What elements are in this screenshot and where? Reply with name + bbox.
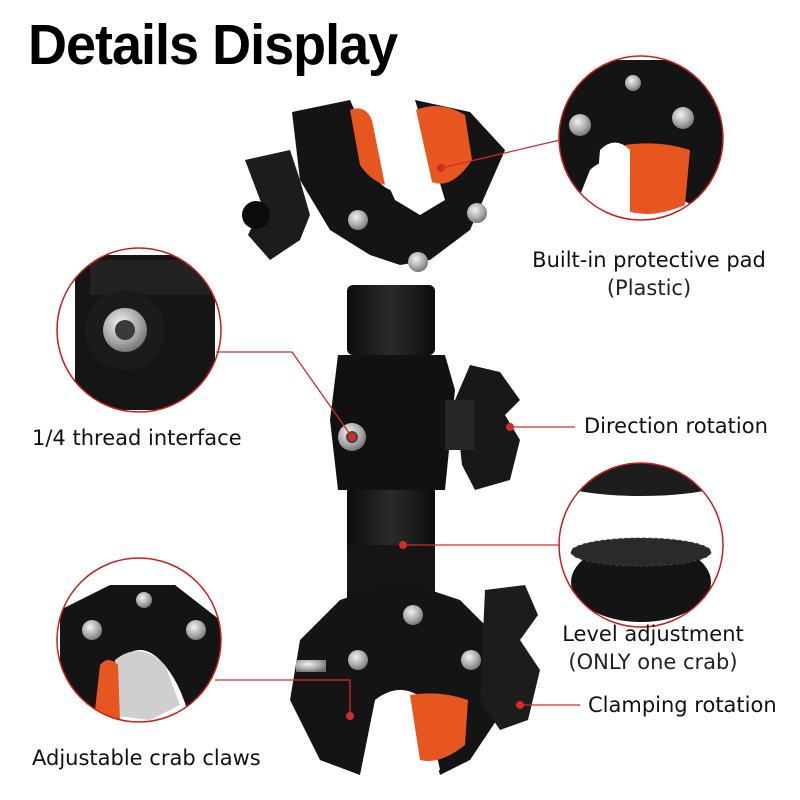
callout-protective-pad-title: Built-in protective pad [532, 248, 766, 272]
callout-clamping-rotation: Clamping rotation [588, 693, 777, 717]
detail-circle-protective-pad [558, 55, 724, 221]
detail-circle-thread [56, 247, 222, 413]
top-clamp [242, 100, 505, 272]
callout-protective-pad-note: (Plastic) [606, 276, 692, 301]
upper-column [347, 285, 435, 355]
callout-protective-pad: Built-in protective pad (Plastic) [527, 246, 771, 303]
callout-direction-rotation: Direction rotation [584, 414, 768, 438]
joint-block [330, 355, 455, 490]
pointer-lines [215, 139, 580, 720]
callout-level-adjustment-note: (ONLY one crab) [568, 650, 738, 675]
page-title: Details Display [28, 13, 398, 77]
bottom-clamp [290, 580, 540, 780]
callout-level-adjustment: Level adjustment (ONLY one crab) [558, 620, 748, 677]
detail-circle-level [558, 462, 724, 628]
detail-circle-crab [56, 557, 222, 723]
callout-thread-interface: 1/4 thread interface [32, 426, 242, 450]
direction-knob [455, 365, 520, 490]
mount-device [242, 100, 540, 780]
lower-column [347, 490, 435, 550]
callout-crab-claws: Adjustable crab claws [32, 746, 261, 770]
callout-level-adjustment-title: Level adjustment [562, 622, 744, 646]
